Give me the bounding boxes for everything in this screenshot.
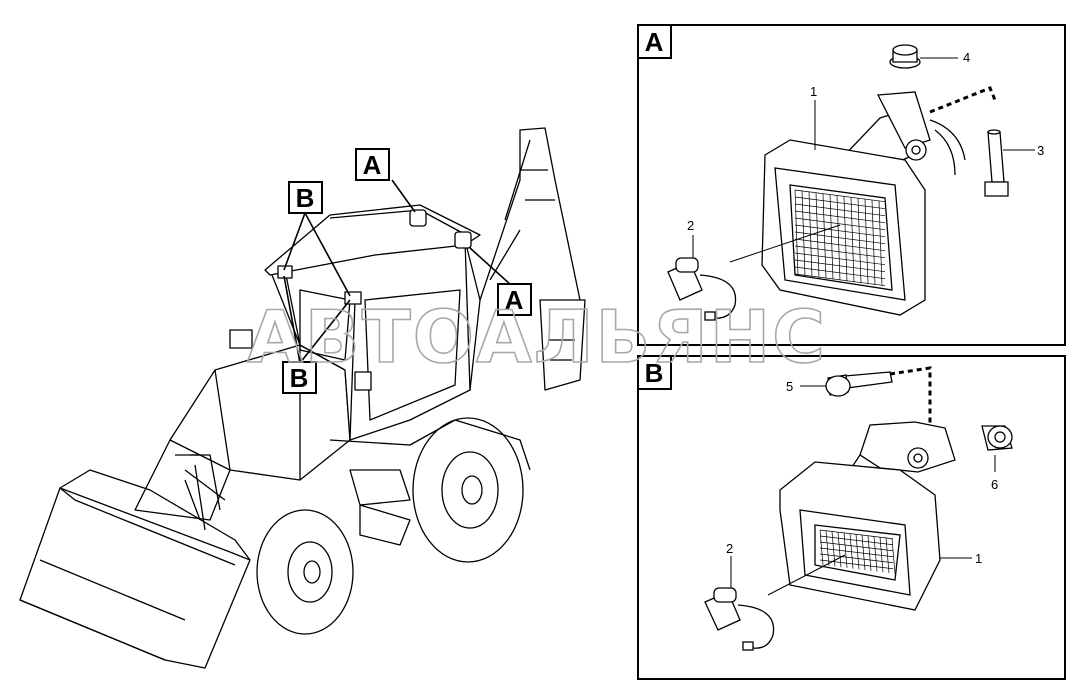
flange-nut-4: [889, 44, 921, 69]
svg-text:B: B: [296, 183, 315, 213]
grille-line: [794, 189, 886, 203]
grille-line: [819, 547, 894, 558]
spacer-sleeve-6: [981, 425, 1013, 451]
svg-text:6: 6: [991, 477, 998, 492]
hex-bolt-3: [984, 129, 1009, 197]
grille-line: [794, 210, 886, 224]
grille-line: [794, 259, 886, 273]
grille-line: [819, 529, 894, 540]
bulb-2-a: [667, 257, 737, 321]
grille-line: [794, 224, 886, 238]
callout-a-roof: A: [355, 148, 390, 181]
grille-line: [794, 252, 886, 266]
svg-text:B: B: [290, 363, 309, 393]
panel-a: A 4 3: [637, 24, 1066, 346]
callout-b-top: B: [288, 181, 323, 214]
machine-callout-leaders: [283, 179, 512, 364]
grille-line: [819, 541, 894, 552]
grille-line: [794, 196, 886, 210]
svg-text:3: 3: [1037, 143, 1044, 158]
svg-text:A: A: [505, 285, 524, 315]
svg-text:5: 5: [786, 379, 793, 394]
svg-text:2: 2: [687, 218, 694, 233]
grille-line: [794, 231, 886, 245]
watermark-text: АВТОАЛЬЯНС: [247, 295, 827, 379]
grille-line: [794, 245, 886, 259]
callout-b-bottom: B: [282, 361, 317, 394]
grille-line: [794, 217, 886, 231]
svg-text:1: 1: [810, 84, 817, 99]
svg-text:1: 1: [975, 551, 982, 566]
grille-line: [794, 273, 886, 287]
svg-text:4: 4: [963, 50, 970, 65]
panel-b: B 5 6 1: [637, 355, 1066, 680]
grille-line: [794, 238, 886, 252]
lamp-grille-a: [794, 189, 886, 287]
svg-text:2: 2: [726, 541, 733, 556]
grille-line: [794, 203, 886, 217]
bulb-2-b: [704, 587, 775, 651]
svg-text:A: A: [645, 27, 664, 57]
callout-a-side: A: [497, 283, 532, 316]
svg-text:A: A: [363, 150, 382, 180]
svg-text:B: B: [645, 358, 664, 388]
grille-line: [794, 266, 886, 280]
grille-line: [819, 535, 894, 546]
grille-line: [819, 553, 894, 564]
